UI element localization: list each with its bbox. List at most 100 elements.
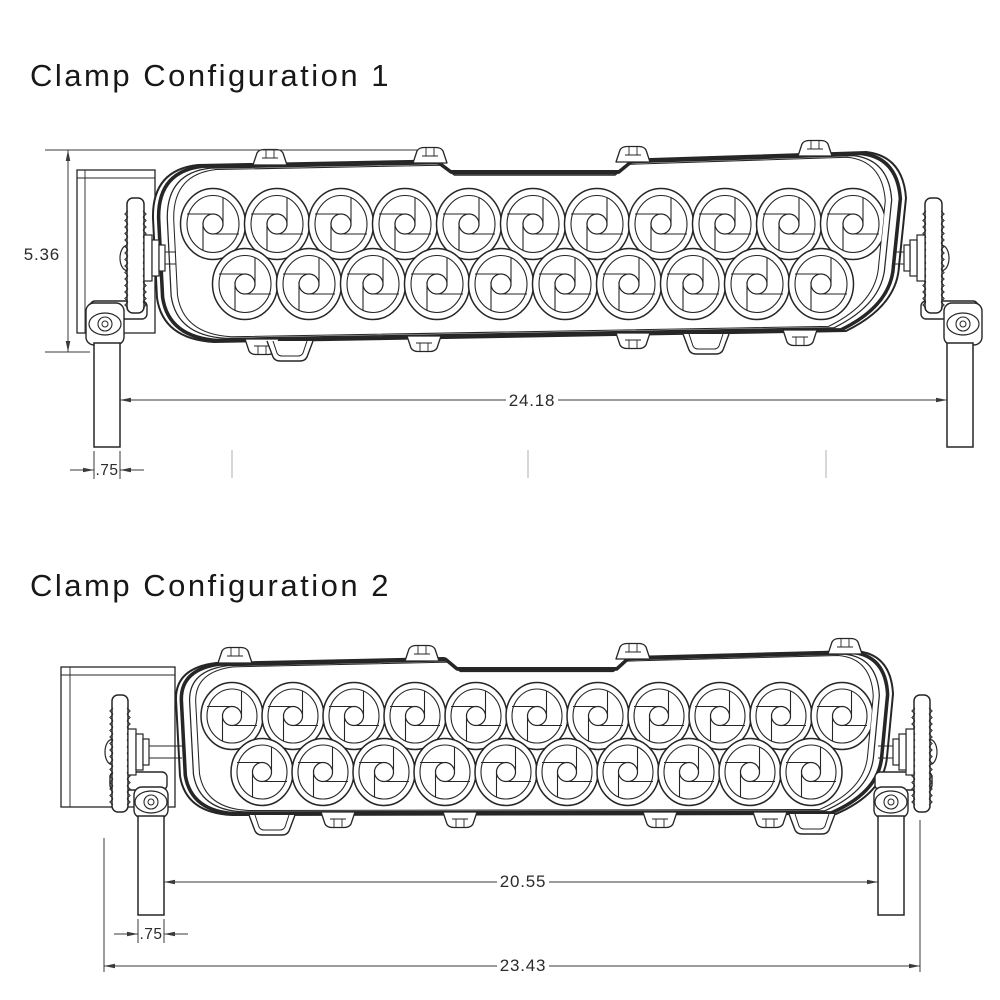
led-shutter-blades	[451, 691, 501, 741]
led-center-circle	[426, 273, 448, 295]
bracket-bolt-head	[883, 794, 899, 810]
clamp-arm	[913, 694, 931, 813]
mount-tab	[797, 139, 833, 157]
dim-label-between-clamps-2: 20.55	[500, 872, 547, 891]
led-center-circle	[404, 705, 426, 727]
mount-tab	[615, 642, 651, 660]
led-shutter-blades	[481, 747, 531, 797]
led-lens-inner	[511, 688, 563, 744]
led-shutter-blades	[251, 198, 303, 250]
bracket-bolt-head	[955, 316, 971, 332]
bracket-bolt-washer	[134, 790, 168, 814]
lightbar-assembly	[60, 637, 894, 836]
led-shutter-blades	[347, 258, 399, 310]
dimension-arrow	[65, 341, 71, 352]
led-lens-inner	[314, 194, 368, 254]
led-shutter-blades	[634, 691, 684, 741]
led-shutter-blades	[763, 198, 815, 250]
clamp-arm	[111, 694, 129, 813]
dimension-arrow	[120, 397, 131, 403]
mount-tab-detail	[652, 818, 668, 827]
bracket-bolt-center	[147, 798, 155, 806]
led-shutter-blades	[475, 258, 527, 310]
led-center-circle	[650, 213, 672, 235]
led-shutter-blades	[756, 691, 806, 741]
mount-tab-detail	[792, 336, 808, 345]
led-shutter-blades	[507, 198, 559, 250]
config1-drawing	[45, 139, 983, 479]
dimension-arrow	[164, 879, 175, 885]
mount-tab-detail	[837, 639, 853, 648]
clamp-knob-spacer	[158, 244, 166, 272]
led-lens-inner	[694, 688, 746, 744]
led-lens-inner	[826, 194, 880, 254]
bracket-bolt-washer	[88, 312, 122, 336]
led-shutter-blades	[542, 747, 592, 797]
section-title-config2: Clamp Configuration 2	[30, 568, 391, 603]
led-shutter-blades	[298, 747, 348, 797]
led-shutter-blades	[268, 691, 318, 741]
dimension-arrow	[120, 467, 131, 473]
led-center-circle	[831, 705, 853, 727]
led-shutter-blades	[571, 198, 623, 250]
led-shutter-blades	[795, 258, 847, 310]
led-lens-inner	[328, 688, 380, 744]
led-center-circle	[554, 273, 576, 295]
led-lens-inner	[698, 194, 752, 254]
dim-label-overall-2: 23.43	[500, 956, 547, 975]
led-center-circle	[298, 273, 320, 295]
mount-tab-detail	[625, 644, 641, 653]
led-center-circle	[343, 705, 365, 727]
clamp-rod	[165, 251, 176, 265]
led-shutter-blades	[603, 747, 653, 797]
led-center-circle	[458, 213, 480, 235]
dim-label-height: 5.36	[24, 245, 60, 264]
mount-tab	[642, 811, 678, 829]
dim-label-between-clamps-1: 24.18	[509, 391, 556, 410]
config2-drawing	[60, 637, 938, 972]
mount-tab-detail	[414, 646, 430, 655]
mount-tab	[615, 145, 651, 163]
led-center-circle	[556, 761, 578, 783]
led-center-circle	[266, 213, 288, 235]
clamp-assemblies	[104, 694, 938, 916]
housing-bezel-line	[156, 151, 903, 343]
led-lens-inner	[267, 688, 319, 744]
led-center-circle	[810, 273, 832, 295]
led-lens-inner	[633, 688, 685, 744]
led-lens-inner	[785, 744, 837, 800]
led-lens-inner	[346, 254, 400, 314]
led-center-circle	[746, 273, 768, 295]
led-center-circle	[618, 273, 640, 295]
clamp-knob-spacer	[135, 733, 144, 771]
led-lens-inner	[724, 744, 776, 800]
led-center-circle	[709, 705, 731, 727]
lightbar-assembly	[76, 139, 907, 362]
clamp-arm	[126, 197, 145, 314]
mount-tab-detail	[416, 342, 432, 351]
led-center-circle	[362, 273, 384, 295]
led-lens-inner	[389, 688, 441, 744]
led-center-circle	[465, 705, 487, 727]
led-shutter-blades	[699, 198, 751, 250]
led-shutter-blades	[635, 198, 687, 250]
led-lens-inner	[297, 744, 349, 800]
clamp-knob-spacer	[898, 733, 907, 771]
led-center-circle	[330, 213, 352, 235]
mount-tab	[782, 329, 818, 347]
led-center-circle	[778, 213, 800, 235]
mount-tab	[404, 644, 440, 662]
housing-bezel-line	[188, 653, 880, 813]
led-lens-inner	[666, 254, 720, 314]
led-center-circle	[490, 273, 512, 295]
clamp-knob-spacer	[127, 728, 137, 776]
led-shutter-blades	[420, 747, 470, 797]
housing-bezel-line	[166, 154, 893, 340]
led-shutter-blades	[539, 258, 591, 310]
led-lens-inner	[755, 688, 807, 744]
led-shutter-blades	[664, 747, 714, 797]
led-shutter-blades	[827, 198, 879, 250]
section-title-config1: Clamp Configuration 1	[30, 58, 391, 93]
led-shutter-blades	[603, 258, 655, 310]
